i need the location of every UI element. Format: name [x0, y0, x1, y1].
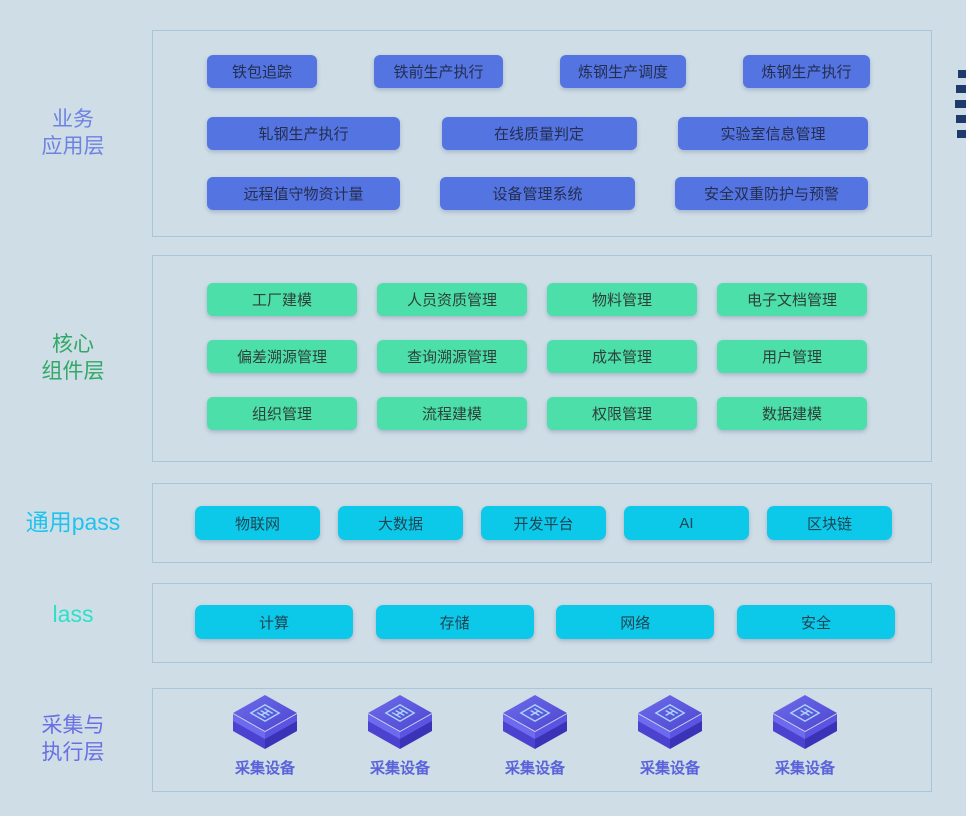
business-row-2: 轧钢生产执行 在线质量判定 实验室信息管理 [207, 117, 868, 150]
paas-row: 物联网 大数据 开发平台 AI 区块链 [195, 506, 892, 540]
core-button[interactable]: 电子文档管理 [717, 283, 867, 316]
device-item: 采集设备 [358, 693, 442, 778]
business-button[interactable]: 实验室信息管理 [678, 117, 868, 150]
iaas-layer-panel [152, 583, 932, 663]
device-label: 采集设备 [234, 760, 295, 777]
device-cube-icon [638, 695, 702, 749]
device-cube-icon [503, 695, 567, 749]
paas-button[interactable]: 物联网 [195, 506, 320, 540]
business-button[interactable]: 轧钢生产执行 [207, 117, 400, 150]
device-item: 采集设备 [763, 693, 847, 778]
device-item: 采集设备 [223, 693, 307, 778]
device-layer-label-line1: 采集与 [41, 714, 105, 737]
core-row-2: 偏差溯源管理 查询溯源管理 成本管理 用户管理 [207, 340, 867, 373]
iaas-button[interactable]: 存储 [375, 605, 534, 639]
core-button[interactable]: 物料管理 [547, 283, 697, 316]
core-layer-label-line1: 核心 [52, 332, 94, 356]
business-button[interactable]: 铁前生产执行 [374, 55, 503, 88]
core-button[interactable]: 用户管理 [717, 340, 867, 373]
paas-button[interactable]: 开发平台 [481, 506, 606, 540]
business-button[interactable]: 在线质量判定 [441, 117, 637, 150]
device-item: 采集设备 [493, 693, 577, 778]
core-row-1: 工厂建模 人员资质管理 物料管理 电子文档管理 [207, 283, 867, 316]
device-layer-label: 采集与 执行层 [8, 688, 138, 790]
edge-dash [955, 100, 966, 108]
device-layer-label-line2: 执行层 [41, 741, 105, 764]
device-label: 采集设备 [639, 760, 700, 777]
core-button[interactable]: 权限管理 [547, 397, 697, 430]
core-button[interactable]: 工厂建模 [207, 283, 357, 316]
business-button[interactable]: 设备管理系统 [440, 177, 635, 210]
edge-dash-decoration [952, 70, 966, 145]
iaas-layer-label: lass [8, 575, 138, 653]
core-layer-label: 核心 组件层 [8, 255, 138, 460]
core-button[interactable]: 数据建模 [717, 397, 867, 430]
core-layer-label-line2: 组件层 [41, 359, 105, 383]
edge-dash [957, 130, 966, 138]
device-label: 采集设备 [774, 760, 835, 777]
device-row: 采集设备 采集设备 [223, 693, 847, 778]
iaas-layer-label-text: lass [52, 600, 94, 627]
device-cube-icon [368, 695, 432, 749]
business-layer-panel [152, 30, 932, 237]
business-layer-label-line1: 业务 [52, 107, 94, 131]
iaas-button[interactable]: 计算 [195, 605, 353, 639]
edge-dash [958, 70, 966, 78]
core-button[interactable]: 查询溯源管理 [377, 340, 527, 373]
device-layer-panel [152, 688, 932, 792]
core-button[interactable]: 人员资质管理 [377, 283, 527, 316]
business-button[interactable]: 安全双重防护与预警 [675, 177, 868, 210]
core-button[interactable]: 组织管理 [207, 397, 357, 430]
paas-layer-panel [152, 483, 932, 563]
device-label: 采集设备 [504, 760, 565, 777]
iaas-button[interactable]: 网络 [556, 605, 715, 639]
business-row-1: 铁包追踪 铁前生产执行 炼钢生产调度 炼钢生产执行 [207, 55, 870, 88]
business-button[interactable]: 炼钢生产执行 [743, 55, 870, 88]
iaas-row: 计算 存储 网络 安全 [195, 605, 895, 639]
business-layer-label: 业务 应用层 [8, 30, 138, 235]
device-cube-icon [233, 695, 297, 749]
core-row-3: 组织管理 流程建模 权限管理 数据建模 [207, 397, 867, 430]
device-label: 采集设备 [369, 760, 430, 777]
paas-button[interactable]: AI [624, 506, 749, 540]
business-layer-label-line2: 应用层 [41, 134, 105, 158]
business-button[interactable]: 远程值守物资计量 [207, 177, 400, 210]
business-button[interactable]: 铁包追踪 [207, 55, 317, 88]
device-cube-icon [773, 695, 837, 749]
business-button[interactable]: 炼钢生产调度 [560, 55, 686, 88]
edge-dash [956, 85, 966, 93]
business-row-3: 远程值守物资计量 设备管理系统 安全双重防护与预警 [207, 177, 868, 210]
iaas-button[interactable]: 安全 [736, 605, 895, 639]
core-layer-panel [152, 255, 932, 462]
core-button[interactable]: 流程建模 [377, 397, 527, 430]
edge-dash [956, 115, 966, 123]
device-item: 采集设备 [628, 693, 712, 778]
paas-button[interactable]: 大数据 [338, 506, 463, 540]
core-button[interactable]: 偏差溯源管理 [207, 340, 357, 373]
paas-layer-label: 通用pass [8, 483, 138, 561]
paas-button[interactable]: 区块链 [767, 506, 892, 540]
paas-layer-label-text: 通用pass [25, 508, 121, 535]
core-button[interactable]: 成本管理 [547, 340, 697, 373]
